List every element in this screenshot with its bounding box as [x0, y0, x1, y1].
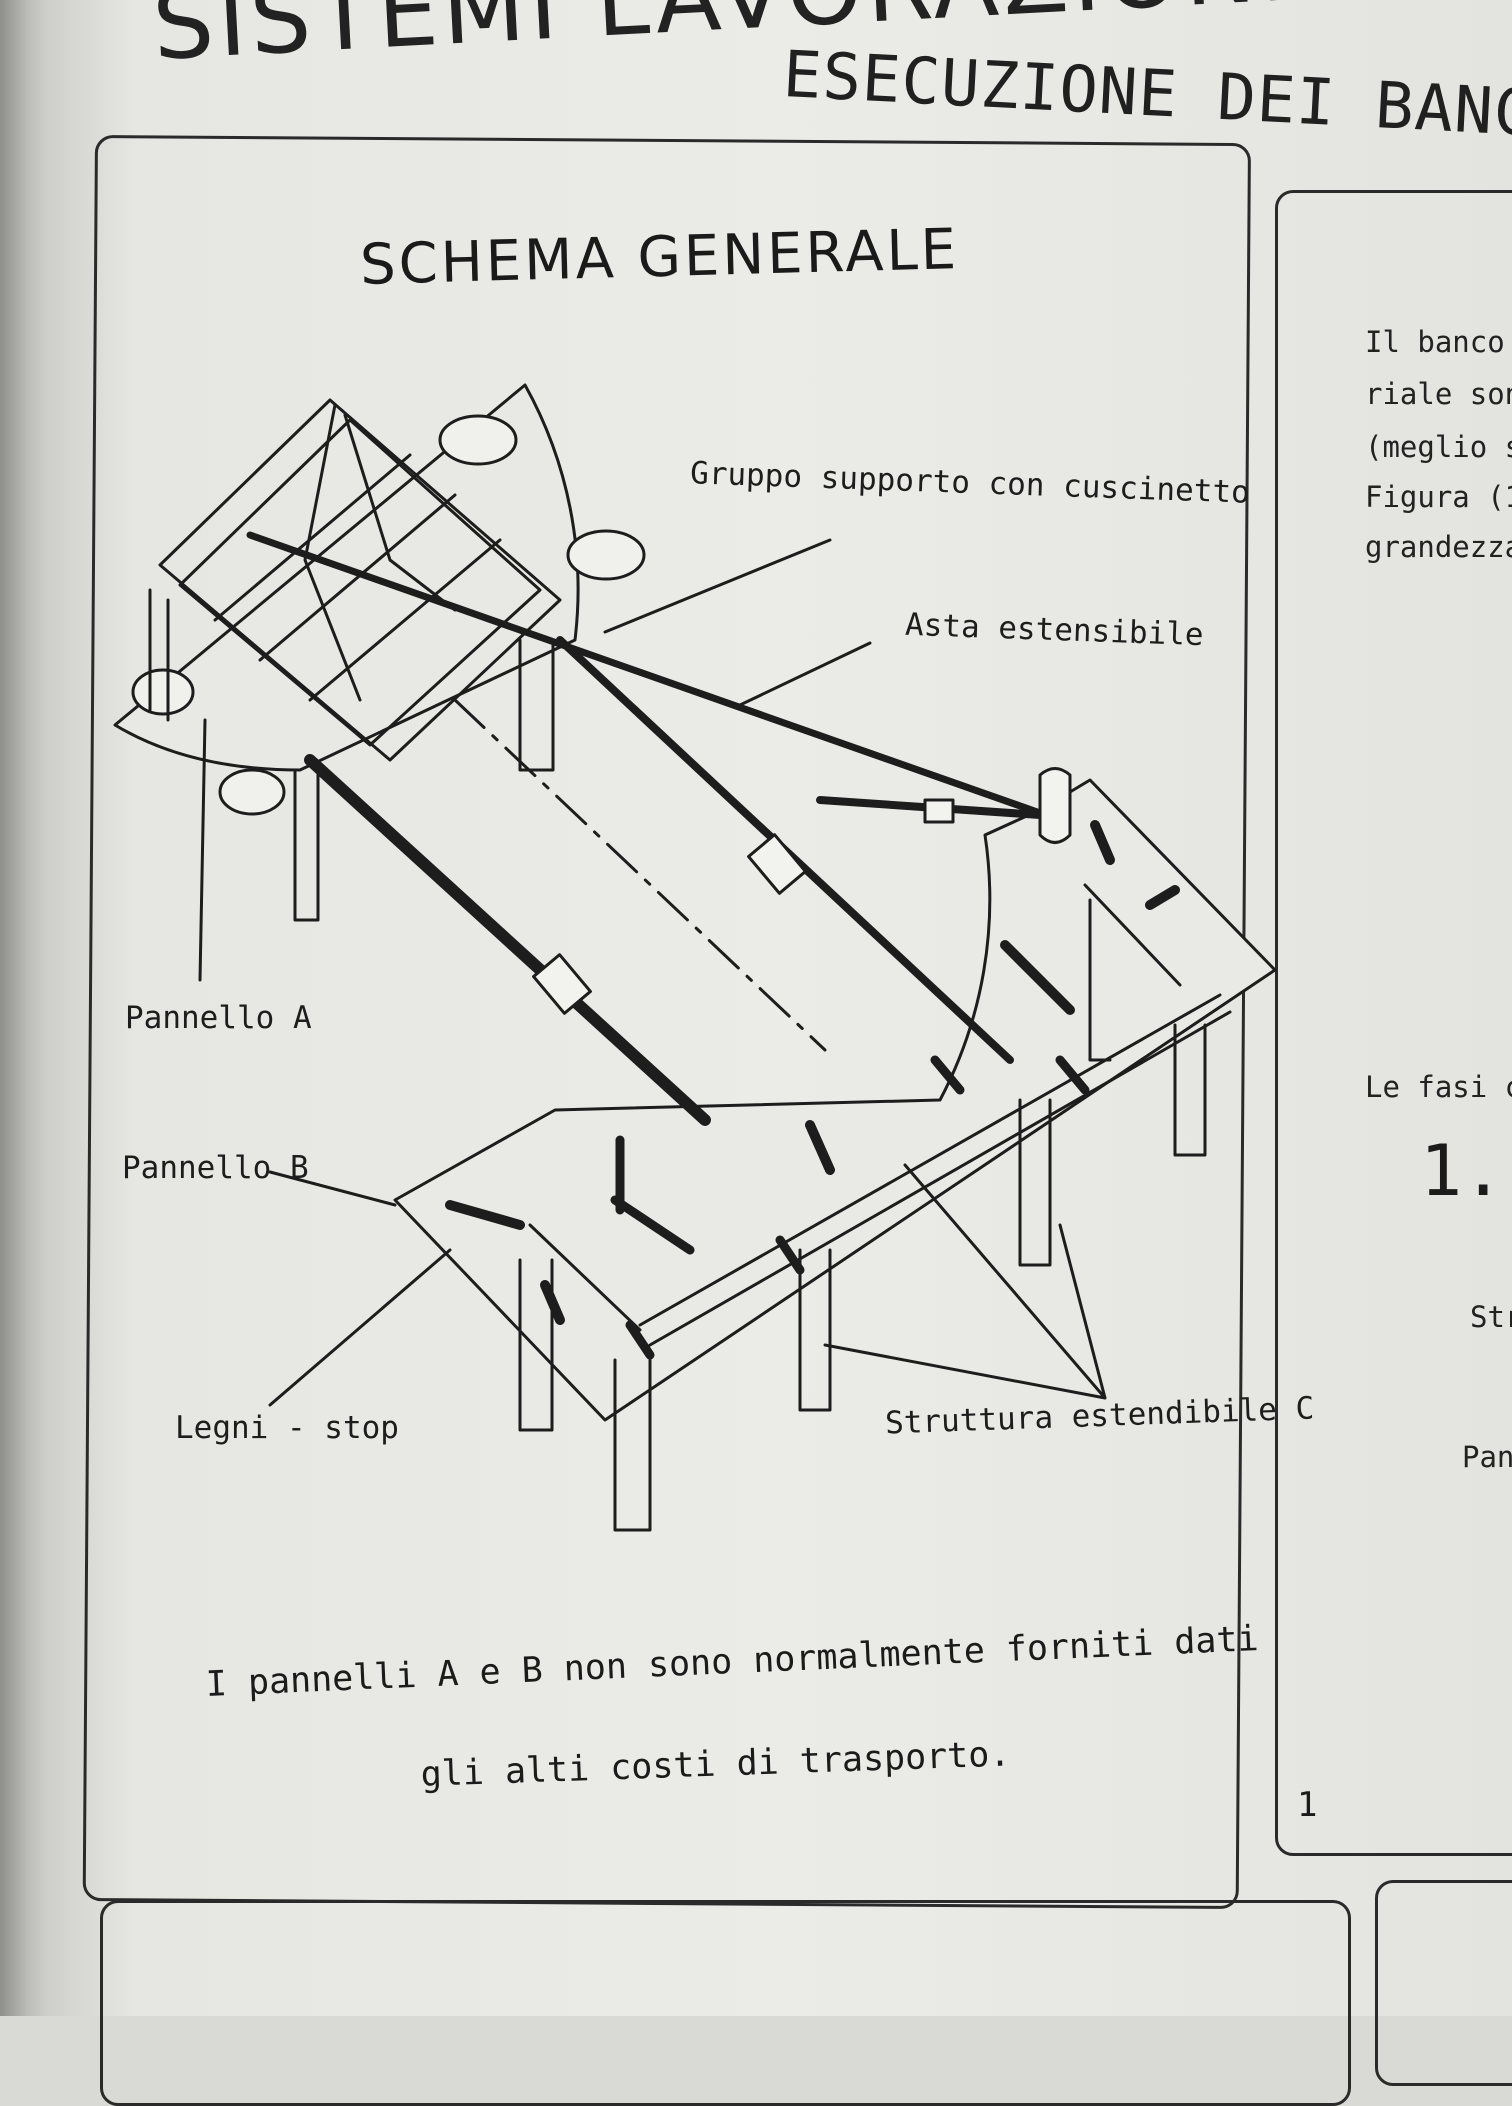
right-text-panel [1275, 190, 1512, 1856]
right-text-pan: Pan [1462, 1440, 1512, 1474]
label-legni-stop: Legni - stop [175, 1410, 399, 1446]
right-text-line: Il banco c [1365, 325, 1512, 359]
pannello-a-shape [113, 383, 580, 772]
right-text-str: Str [1470, 1300, 1512, 1334]
label-pannello-b: Pannello B [122, 1150, 309, 1186]
panel-a-hole [131, 668, 195, 716]
right-step-number: 1. [1420, 1130, 1505, 1212]
book-binding [0, 0, 48, 2016]
right-text-line: Figura (1 [1365, 480, 1512, 514]
right-text-line: riale sono [1365, 377, 1512, 411]
right-text-line: grandezza [1365, 530, 1512, 564]
panel-a-hole [218, 768, 286, 816]
right-text-fasi: Le fasi c [1365, 1070, 1512, 1104]
label-pannello-a: Pannello A [125, 1000, 312, 1036]
panel-a-hole [438, 414, 518, 466]
workbench-schema-drawing [113, 383, 1277, 1532]
pannello-b-shape [393, 778, 1277, 1422]
right-text-line: (meglio s [1365, 430, 1512, 464]
page-number: 1 [1297, 1785, 1318, 1825]
panel-a-hole [566, 529, 646, 581]
